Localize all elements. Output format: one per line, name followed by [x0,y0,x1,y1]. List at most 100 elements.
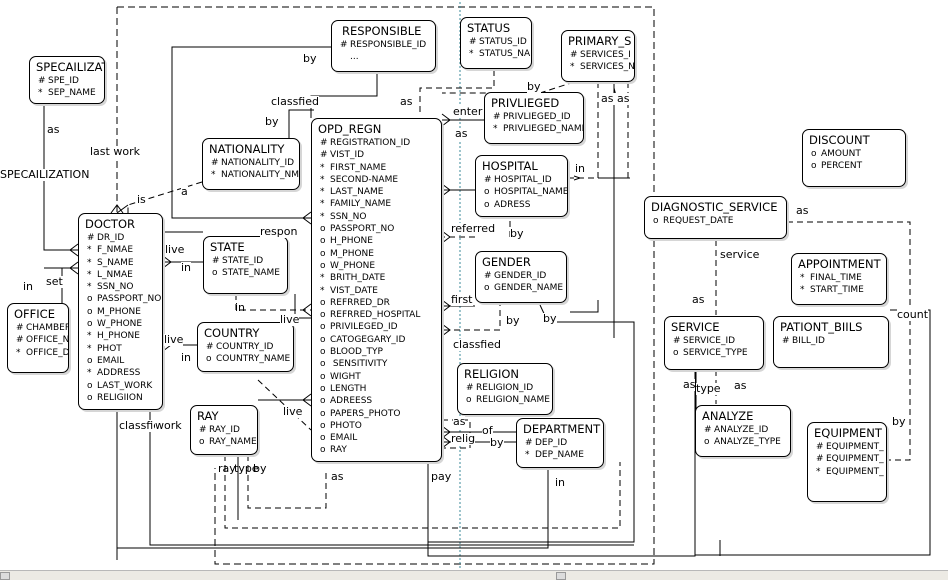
relationship-label: pay [431,470,452,483]
entity-title: PRIMARY_S [568,34,632,48]
entity-attribute: #GENDER_ID [484,271,547,281]
entity-specialization[interactable]: SPECAILIZAT #SPE_ID *SEP_NAME [29,56,105,104]
relationship-label: by [303,52,317,65]
relationship-label: enter [453,105,483,118]
entity-doctor[interactable]: DOCTOR #DR_ID*F_NMAE*S_NAME*L_NMAE*SSN_N… [78,213,163,410]
entity-attribute: ... [350,52,359,63]
relationship-label: by [510,227,524,240]
entity-appointment[interactable]: APPOINTMENT *FINAL_TIME *START_TIME [791,253,887,305]
entity-title: RELIGION [464,367,520,381]
relationship-label: by [253,462,267,475]
entity-attribute: #SPE_ID [38,76,79,86]
relationship-label: as [692,293,705,306]
entity-title: DISCOUNT [809,133,870,147]
relationship-label: type [234,462,259,475]
relationship-label: classfied [271,95,319,108]
entity-attribute: #VIST_ID [320,150,365,161]
entity-title: STATE [210,240,245,254]
entity-title: GENDER [482,255,531,269]
relationship-label: as [400,95,413,108]
relationship-label: as [683,378,696,391]
relationship-label: type [696,382,721,395]
entity-attribute: *STATUS_NA [469,49,531,60]
relationship-label: as [47,123,60,136]
entity-title: EQUIPMENT [814,426,882,440]
entity-title: PATIONT_BIILS [780,320,863,334]
relationship-label: in [575,162,586,175]
relationship-label: live [165,243,185,256]
entity-attribute: *VIST_DATE [320,285,378,296]
entity-attribute: *S_NAME [87,257,134,268]
entity-attribute: #EQUIPMENT_ [816,442,884,452]
relationship-label: in [235,301,246,314]
entity-attribute: #COUNTRY_ID [206,342,274,352]
entity-attribute: #EQUIPMENT_ [816,454,884,465]
relationship-label: classfied [453,338,501,351]
entity-attribute: #CHAMBER [16,323,69,333]
entity-attribute: *FAMILY_NAME [320,199,392,210]
relationship-label: by [527,80,541,93]
entity-title: DEPARTMENT [523,422,601,436]
entity-primary-services[interactable]: PRIMARY_S #SERVICES_I *SERVICES_N [561,30,635,82]
relationship-label: live [283,405,303,418]
entity-attribute: *START_TIME [800,285,864,296]
relationship-label: by [543,312,557,325]
entity-nationality[interactable]: NATIONALITY #NATIONALITY_ID *NATIONALITY… [202,138,300,190]
entity-privlieged[interactable]: PRIVLIEGED #PRIVLIEGED_ID *PRIVLIEGED_NA… [484,92,584,144]
relationship-label: is [137,193,146,206]
entity-responsible[interactable]: RESPONSIBLE #RESPONSIBLE_ID ... [331,20,436,72]
entity-attribute: *H_PHONE [87,331,140,342]
entity-office[interactable]: OFFICE #CHAMBER #OFFICE_N *OFFICE_D [7,303,69,373]
relationship-label: by [490,436,504,449]
entity-attribute: #HOSPITAL_ID [484,175,552,185]
entity-pationt-biils[interactable]: PATIONT_BIILS #BILL_ID [773,316,889,368]
relationship-label: work [155,419,182,432]
relationship-label: live [280,313,300,326]
entity-equipment[interactable]: EQUIPMENT #EQUIPMENT_ #EQUIPMENT_ *EQUIP… [807,422,887,502]
entity-attribute: *PRIVLIEGED_NAME [493,124,584,135]
relationship-label: of [482,424,493,437]
entity-title: OPD_REGN [318,122,382,136]
relationship-label: as [453,415,466,428]
relationship-label: relig [451,432,476,445]
relationship-label: as [796,204,809,217]
entity-attribute: *F_NMAE [87,245,134,256]
entity-title: PRIVLIEGED [491,96,560,110]
entity-attribute: *SSN_NO [320,211,367,222]
entity-opd-regn[interactable]: OPD_REGN #REGISTRATION_ID#VIST_ID*FIRST_… [311,118,442,462]
entity-department[interactable]: DEPARTMENT #DEP_ID *DEP_NAME [516,418,604,468]
entity-attribute: *L_NMAE [87,269,133,280]
entity-attribute: *ADDRESS [87,368,141,379]
entity-attribute: *BRITH_DATE [320,273,386,284]
entity-attribute: #SERVICES_I [570,50,631,60]
entity-status[interactable]: STATUS #STATUS_ID *STATUS_NA [460,17,532,69]
relationship-label: service [720,248,760,261]
